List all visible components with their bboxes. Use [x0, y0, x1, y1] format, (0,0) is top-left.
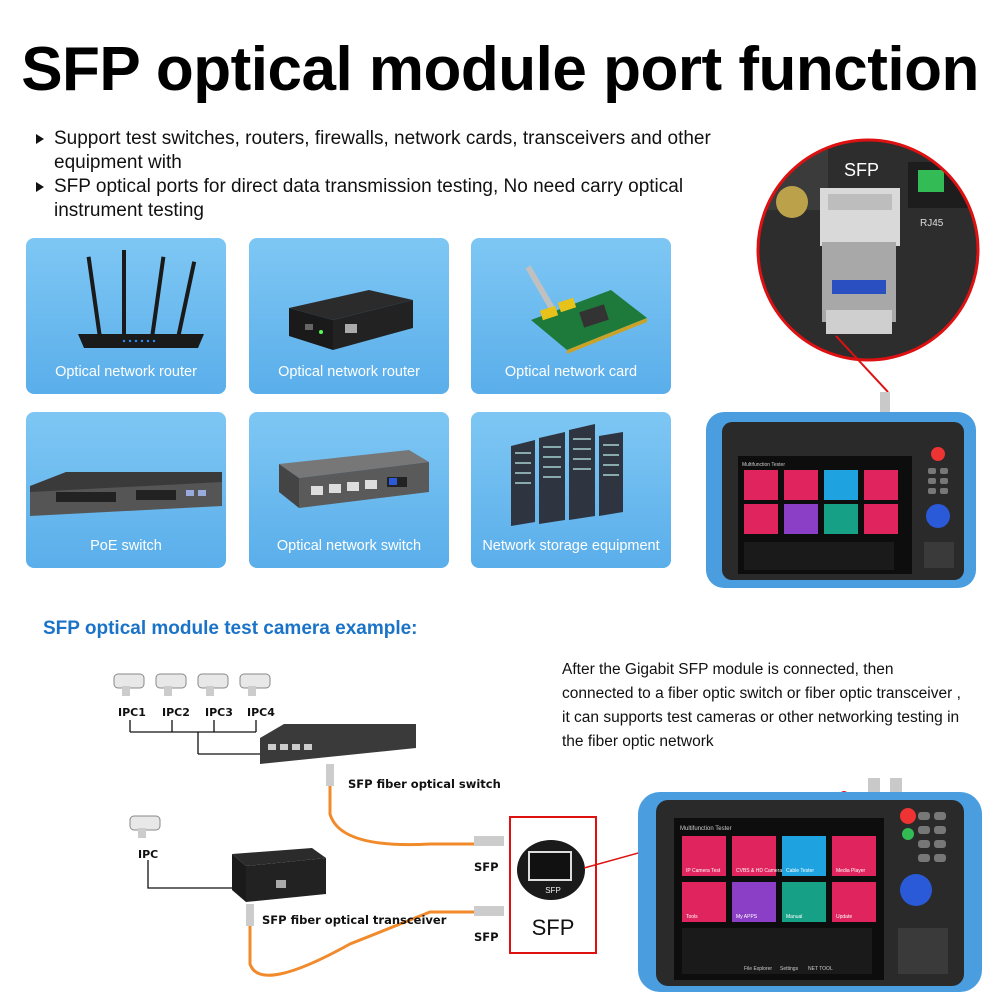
- app-label: Cable Tester: [786, 868, 814, 874]
- ipc2-label: IPC2: [162, 706, 190, 719]
- dock-label: NET TOOL: [808, 966, 833, 972]
- device-card-storage: Network storage equipment: [471, 412, 671, 568]
- dock-label: File Explorer: [744, 966, 772, 972]
- app-label: Tools: [686, 914, 698, 920]
- camera-icon: [155, 673, 187, 696]
- dock-label: Settings: [780, 966, 799, 972]
- tester-device-bottom: Multifunction Tester IP Camera Test CVBS…: [638, 778, 982, 992]
- sfp-port-zoom: SFP RJ45: [756, 138, 980, 362]
- card-label: Optical network router: [278, 364, 420, 380]
- ipc4-label: IPC4: [247, 706, 275, 719]
- app-label: Update: [836, 914, 852, 920]
- example-description: After the Gigabit SFP module is connecte…: [562, 661, 961, 750]
- bullet-arrow-icon: [36, 182, 44, 192]
- page-title: SFP optical module port function: [21, 35, 979, 104]
- callout-leader-line: [835, 335, 889, 393]
- bullet-arrow-icon: [36, 134, 44, 144]
- sfp-port-image: [517, 840, 585, 900]
- sfp-small-label: SFP: [545, 886, 561, 895]
- switch-label: SFP fiber optical switch: [348, 777, 501, 791]
- feature-list: Support test switches, routers, firewall…: [36, 127, 736, 223]
- sfp-big-label: SFP: [531, 915, 575, 940]
- app-label: Manual: [786, 914, 802, 920]
- device-card-converter: Optical network router: [249, 238, 449, 394]
- app-label: CVBS & HD Camera: [736, 868, 782, 874]
- ipc1-label: IPC1: [118, 706, 146, 719]
- server-rack-icon: [511, 424, 623, 526]
- rack-switch-icon: [30, 472, 222, 516]
- tester-app-grid-lg: [682, 836, 876, 922]
- device-card-optical-switch: Optical network switch: [249, 412, 449, 568]
- zoom-sfp-label: SFP: [844, 160, 879, 180]
- fiber-switch-device: [260, 724, 416, 764]
- tester-header-lg: Multifunction Tester: [680, 826, 732, 832]
- card-label: Optical network router: [55, 364, 197, 380]
- sfp-detail-box: SFP SFP: [509, 816, 597, 954]
- app-label: My APPS: [736, 914, 758, 920]
- ipc3-label: IPC3: [205, 706, 233, 719]
- sfp-label-upper: SFP: [474, 860, 499, 874]
- desktop-switch-icon: [279, 450, 429, 508]
- app-label: Media Player: [836, 868, 866, 874]
- device-card-poe: PoE switch: [26, 412, 226, 568]
- network-card-icon: [525, 265, 647, 354]
- device-card-router: Optical network router: [26, 238, 226, 394]
- card-label: PoE switch: [90, 538, 162, 554]
- bullet-text: SFP optical ports for direct data transm…: [54, 176, 684, 221]
- camera-icon: [239, 673, 271, 696]
- bullet-item: SFP optical ports for direct data transm…: [36, 175, 736, 223]
- transceiver-label: SFP fiber optical transceiver: [262, 913, 447, 927]
- card-label: Optical network card: [504, 364, 638, 380]
- sfp-label-lower: SFP: [474, 930, 499, 944]
- tester-device-top: Multifunction Tester: [706, 392, 976, 588]
- tester-header: Multifunction Tester: [742, 462, 785, 468]
- camera-icon: [113, 673, 145, 696]
- tester-app-grid: [744, 470, 898, 534]
- bullet-text: Support test switches, routers, firewall…: [54, 128, 711, 173]
- fiber-transceiver-device: [232, 848, 326, 902]
- app-label: IP Camera Test: [686, 868, 721, 874]
- bullet-item: Support test switches, routers, firewall…: [36, 127, 736, 175]
- camera-icon: [197, 673, 229, 696]
- wifi-router-icon: [78, 250, 204, 348]
- device-card-nic: Optical network card: [471, 238, 671, 394]
- ipc-single-label: IPC: [138, 848, 159, 861]
- card-label: Optical network switch: [276, 538, 422, 554]
- example-heading: SFP optical module test camera example:: [43, 618, 418, 639]
- zoom-rj45-label: RJ45: [920, 218, 944, 229]
- camera-icon: [129, 815, 161, 838]
- card-label: Network storage equipment: [482, 538, 660, 554]
- network-diagram: [113, 673, 504, 977]
- media-converter-icon: [289, 290, 413, 350]
